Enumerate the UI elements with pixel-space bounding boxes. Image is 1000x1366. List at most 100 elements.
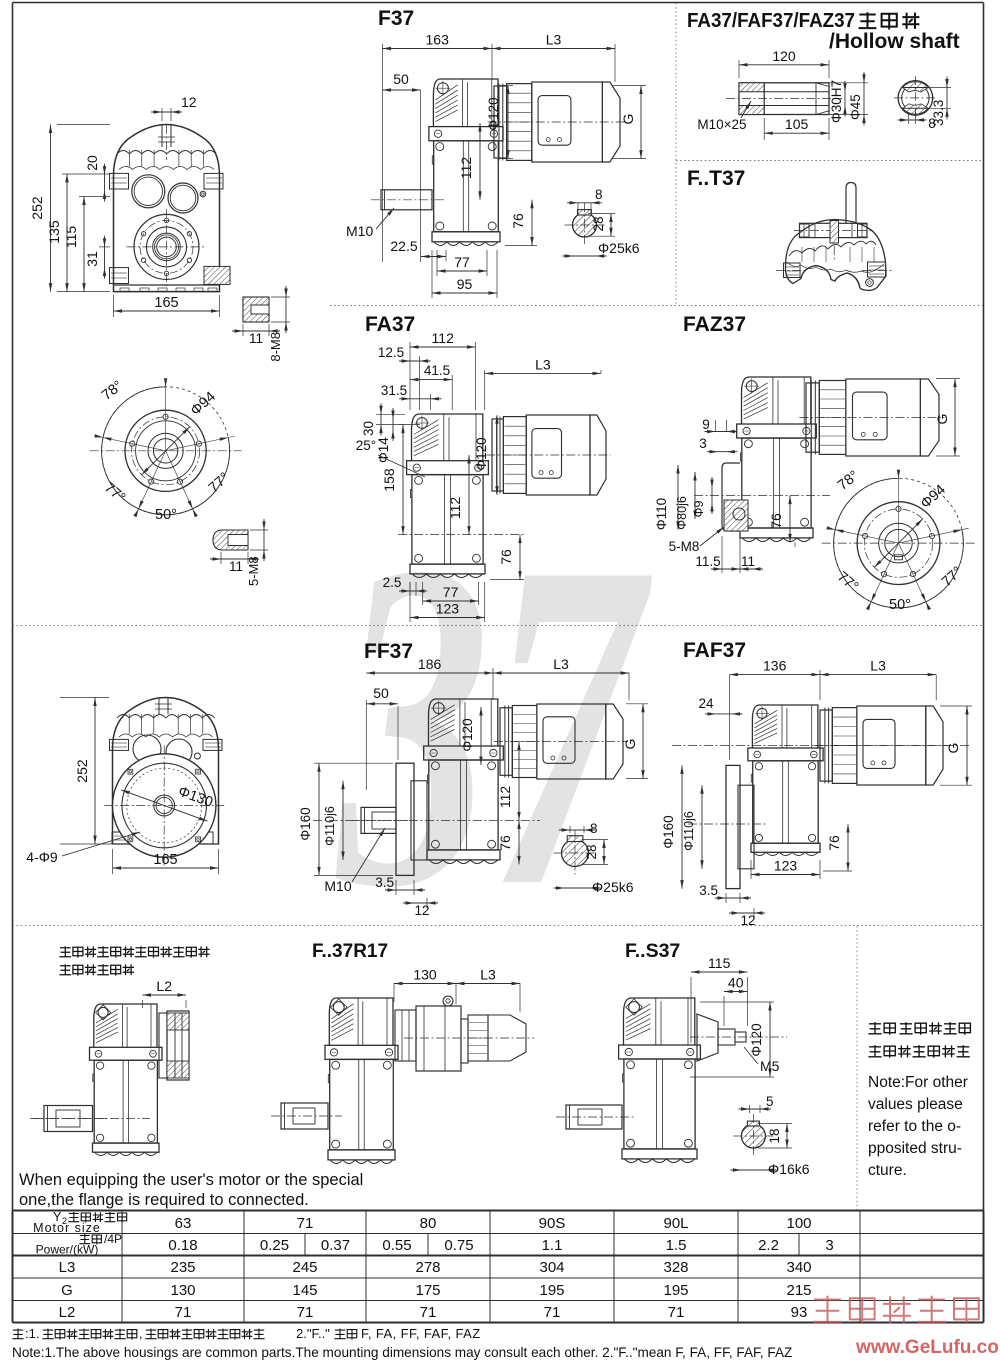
svg-text:11: 11: [229, 559, 243, 574]
svg-text:252: 252: [74, 759, 90, 783]
svg-text:37: 37: [333, 466, 656, 984]
svg-text:165: 165: [154, 295, 178, 311]
svg-text:158: 158: [381, 468, 397, 492]
svg-text:Φ9: Φ9: [692, 500, 706, 517]
svg-text:28: 28: [591, 216, 606, 231]
svg-text:8-M8: 8-M8: [268, 332, 283, 362]
svg-text:12: 12: [181, 94, 197, 110]
svg-text:F..37R17: F..37R17: [312, 941, 388, 962]
svg-text:130: 130: [170, 1282, 195, 1299]
svg-text:112: 112: [432, 330, 455, 346]
svg-text:252: 252: [29, 196, 45, 220]
svg-text:Note:For other: Note:For other: [868, 1074, 968, 1091]
svg-text:2.2: 2.2: [758, 1237, 779, 1254]
svg-text:Power/(kW): Power/(kW): [36, 1243, 99, 1257]
svg-text:71: 71: [668, 1304, 685, 1321]
svg-text:18: 18: [767, 1128, 782, 1143]
svg-text:8: 8: [928, 116, 936, 131]
svg-text:1.1: 1.1: [542, 1237, 563, 1254]
svg-text:Y: Y: [53, 1210, 62, 1224]
svg-text:3.5: 3.5: [375, 875, 394, 890]
svg-text:L3: L3: [546, 32, 562, 48]
svg-text:195: 195: [539, 1282, 564, 1299]
svg-text:pposited stru-: pposited stru-: [868, 1140, 962, 1157]
svg-text:0.55: 0.55: [382, 1237, 411, 1254]
svg-text:30: 30: [361, 421, 376, 436]
svg-text:2: 2: [62, 1216, 67, 1226]
svg-text:50: 50: [393, 71, 409, 87]
svg-text:Φ160: Φ160: [661, 815, 676, 848]
svg-text:130: 130: [413, 967, 437, 983]
svg-text:When equipping the user's moto: When equipping the user's motor or the s…: [19, 1171, 363, 1189]
svg-text:95: 95: [457, 276, 473, 292]
svg-text:refer to the o-: refer to the o-: [868, 1118, 961, 1135]
svg-text:186: 186: [418, 656, 442, 672]
svg-text:M5: M5: [760, 1058, 780, 1074]
svg-text:9: 9: [702, 417, 710, 432]
svg-text:Φ160: Φ160: [298, 807, 313, 840]
svg-text:FAZ37: FAZ37: [683, 313, 746, 336]
svg-text:2.5: 2.5: [383, 575, 402, 590]
svg-text:31: 31: [84, 251, 100, 267]
svg-text:28: 28: [584, 844, 599, 859]
svg-text:Φ14: Φ14: [376, 437, 391, 463]
svg-text:Φ110: Φ110: [654, 498, 669, 530]
svg-text:304: 304: [539, 1259, 564, 1276]
svg-text:F..T37: F..T37: [687, 167, 745, 190]
svg-text:25°: 25°: [356, 438, 376, 453]
svg-text:105: 105: [785, 116, 809, 132]
svg-text:12.5: 12.5: [378, 345, 404, 360]
svg-text:12: 12: [414, 903, 429, 918]
svg-text:FAF37: FAF37: [683, 639, 746, 662]
svg-text:31.5: 31.5: [381, 383, 407, 398]
svg-text:3: 3: [699, 436, 707, 451]
svg-text:123: 123: [774, 858, 798, 874]
svg-text:71: 71: [297, 1215, 314, 1232]
svg-text:20: 20: [84, 155, 100, 171]
svg-text:100: 100: [786, 1215, 811, 1232]
svg-text:11.5: 11.5: [695, 554, 720, 569]
svg-text:24: 24: [698, 696, 714, 711]
svg-text:L2: L2: [59, 1304, 76, 1321]
svg-text:L3: L3: [553, 656, 569, 672]
svg-text:3: 3: [825, 1237, 833, 1254]
svg-text:5: 5: [766, 1094, 774, 1109]
svg-text:/4P: /4P: [104, 1232, 122, 1246]
svg-text:Φ110j6: Φ110j6: [323, 806, 337, 846]
svg-text:120: 120: [772, 48, 796, 64]
svg-text:235: 235: [170, 1259, 195, 1276]
svg-text:Φ120: Φ120: [486, 97, 501, 130]
svg-text:F37: F37: [378, 7, 414, 30]
svg-text:4-Φ9: 4-Φ9: [26, 849, 58, 865]
svg-text:5-M8: 5-M8: [669, 539, 700, 554]
svg-text:63: 63: [175, 1215, 192, 1232]
svg-text:11: 11: [741, 554, 755, 569]
svg-text:80: 80: [420, 1215, 437, 1232]
svg-text:76: 76: [768, 513, 784, 529]
svg-text:L3: L3: [480, 967, 496, 983]
svg-text:41.5: 41.5: [424, 363, 450, 378]
svg-text:Φ120: Φ120: [474, 437, 489, 470]
svg-text:G: G: [945, 743, 961, 754]
svg-text:Φ30H7: Φ30H7: [829, 80, 844, 123]
svg-text:93: 93: [791, 1304, 808, 1321]
svg-text:71: 71: [544, 1304, 561, 1321]
svg-text:40: 40: [728, 975, 744, 991]
svg-text:FF37: FF37: [364, 640, 413, 663]
svg-text:0.75: 0.75: [444, 1237, 473, 1254]
svg-text:123: 123: [436, 601, 460, 617]
svg-text:245: 245: [292, 1259, 317, 1276]
svg-text:L3: L3: [59, 1259, 76, 1276]
svg-text:,: ,: [139, 1326, 143, 1341]
svg-text:Φ16k6: Φ16k6: [768, 1161, 810, 1177]
svg-text:115: 115: [63, 226, 79, 249]
svg-text:M10×25: M10×25: [697, 117, 746, 132]
svg-text:F, FA, FF, FAF, FAZ: F, FA, FF, FAF, FAZ: [361, 1326, 481, 1341]
svg-text:50°: 50°: [889, 597, 911, 613]
svg-text:22.5: 22.5: [390, 238, 417, 254]
svg-text:cture.: cture.: [868, 1162, 907, 1179]
svg-text:M10: M10: [346, 223, 373, 239]
svg-text:Φ110j6: Φ110j6: [682, 811, 696, 851]
svg-text:340: 340: [786, 1259, 811, 1276]
svg-text:values please: values please: [868, 1096, 963, 1113]
